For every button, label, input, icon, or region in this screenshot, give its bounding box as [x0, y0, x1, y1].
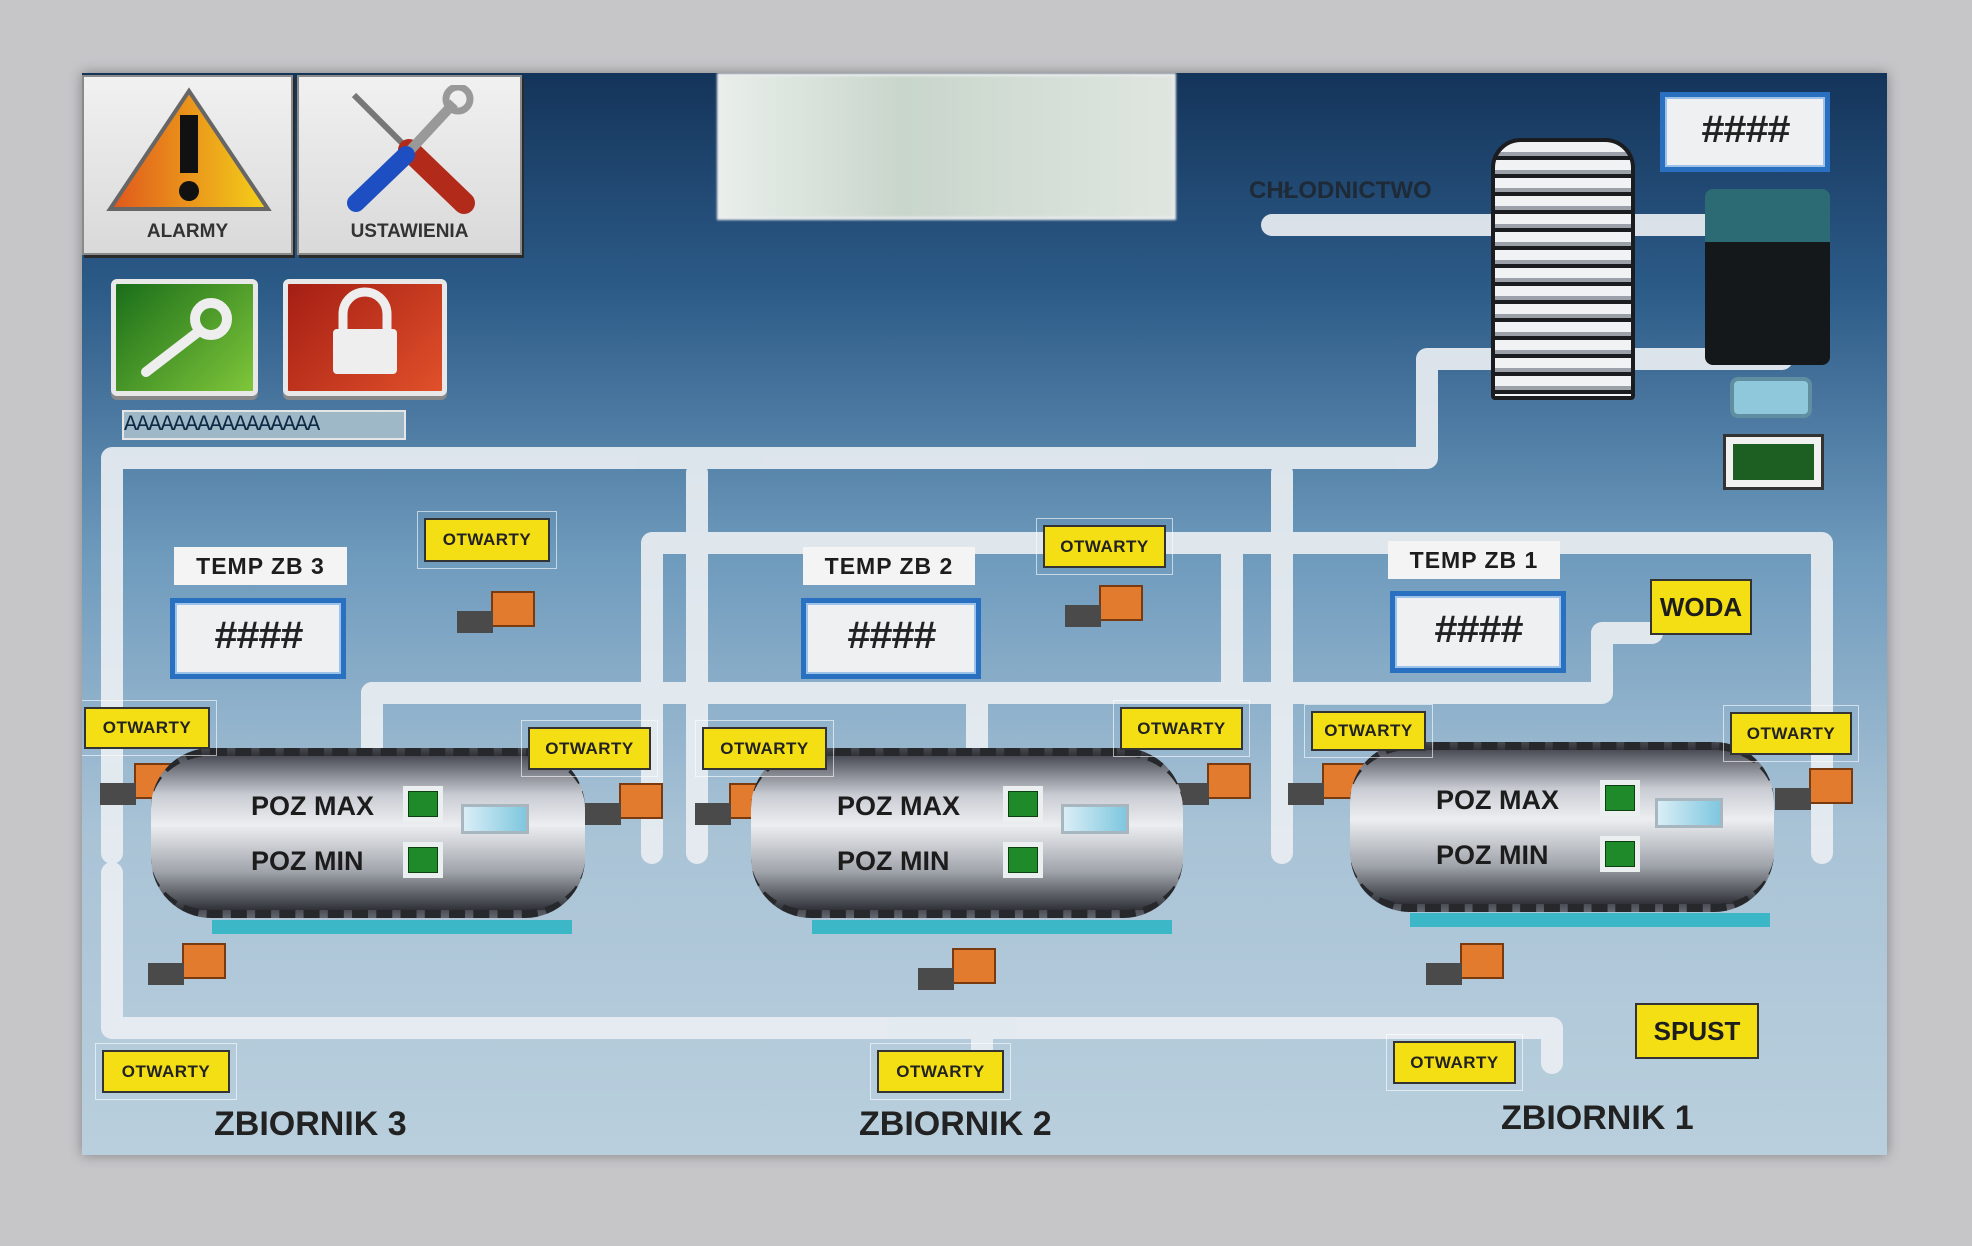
temp-zb1-label: TEMP ZB 1 [1388, 541, 1560, 579]
tank-3-name: ZBIORNIK 3 [214, 1105, 407, 1143]
pump-indicator [1733, 444, 1814, 480]
cooler-unit [1491, 138, 1635, 400]
tank-base [812, 920, 1172, 934]
valve-status-tank3-right[interactable]: OTWARTY [521, 720, 658, 777]
alarms-button[interactable]: ALARMY [82, 75, 293, 255]
tank-3: POZ MAX POZ MIN [151, 748, 585, 918]
level-min-label: POZ MIN [251, 846, 364, 876]
valve-status-tank3-drain[interactable]: OTWARTY [95, 1043, 237, 1100]
valve-actuator [457, 591, 535, 633]
valve-actuator [585, 783, 663, 825]
warning-icon [106, 87, 272, 211]
level-max-indicator [1003, 786, 1043, 822]
temp-zb1-value: #### [1390, 591, 1566, 673]
pump-motor [1705, 189, 1830, 365]
valve-actuator [1065, 585, 1143, 627]
tank-base [1410, 913, 1770, 927]
valve-actuator [1426, 943, 1504, 985]
settings-button[interactable]: USTAWIENIA [297, 75, 522, 255]
sight-glass [1061, 804, 1129, 834]
valve-status-tank2-right[interactable]: OTWARTY [1113, 700, 1250, 757]
tank-1-name: ZBIORNIK 1 [1501, 1099, 1694, 1137]
pump-toggle-button[interactable] [1723, 434, 1824, 490]
level-max-indicator [1600, 780, 1640, 816]
status-light [1730, 377, 1812, 418]
tank-2-name: ZBIORNIK 2 [859, 1105, 1052, 1143]
valve-status-tank1-drain[interactable]: OTWARTY [1386, 1034, 1523, 1091]
valve-status-tank3-inlet[interactable]: OTWARTY [417, 511, 557, 569]
cooling-label: CHŁODNICTWO [1249, 177, 1432, 204]
valve-actuator [1775, 768, 1853, 810]
valve-status-tank2-inlet[interactable]: OTWARTY [1036, 518, 1173, 575]
level-min-indicator [1003, 842, 1043, 878]
logout-button[interactable] [283, 279, 447, 396]
tools-icon [347, 85, 475, 214]
sight-glass [1655, 798, 1723, 828]
water-inlet-label: WODA [1650, 579, 1752, 635]
tank-base [212, 920, 572, 934]
username-field: AAAAAAAAAAAAAAAA [122, 410, 406, 440]
level-min-label: POZ MIN [837, 846, 950, 876]
valve-status-tank2-drain[interactable]: OTWARTY [870, 1043, 1011, 1100]
valve-status-tank3-top-left[interactable]: OTWARTY [82, 700, 217, 756]
level-max-indicator [403, 786, 443, 822]
lock-icon [333, 287, 397, 374]
temp-zb2-label: TEMP ZB 2 [803, 547, 975, 585]
alarms-label: ALARMY [146, 221, 229, 242]
temp-zb2-value: #### [801, 598, 981, 679]
level-max-label: POZ MAX [1436, 785, 1560, 815]
key-icon [141, 298, 232, 377]
level-max-label: POZ MAX [837, 791, 961, 821]
temp-zb3-value: #### [170, 598, 346, 679]
temp-zb3-label: TEMP ZB 3 [174, 547, 347, 585]
valve-status-tank2-left[interactable]: OTWARTY [695, 720, 834, 777]
cooling-value: #### [1660, 92, 1830, 172]
level-max-label: POZ MAX [251, 791, 375, 821]
settings-label: USTAWIENIA [350, 221, 469, 242]
level-min-indicator [403, 842, 443, 878]
valve-actuator [1173, 763, 1251, 805]
level-min-label: POZ MIN [1436, 840, 1549, 870]
tank-1: POZ MAX POZ MIN [1350, 742, 1774, 912]
sight-glass [461, 804, 529, 834]
drain-label: SPUST [1635, 1003, 1759, 1059]
tank-2: POZ MAX POZ MIN [751, 748, 1183, 918]
hmi-screen: ALARMY USTAWIENIA AAAAAAAAAAAAAAAA CHŁOD… [82, 73, 1887, 1155]
valve-actuator [918, 948, 996, 990]
level-min-indicator [1600, 836, 1640, 872]
valve-actuator [148, 943, 226, 985]
valve-status-tank1-left[interactable]: OTWARTY [1304, 704, 1433, 758]
login-button[interactable] [111, 279, 258, 396]
valve-status-tank1-right[interactable]: OTWARTY [1723, 705, 1859, 762]
blurred-logo-image [717, 73, 1176, 220]
